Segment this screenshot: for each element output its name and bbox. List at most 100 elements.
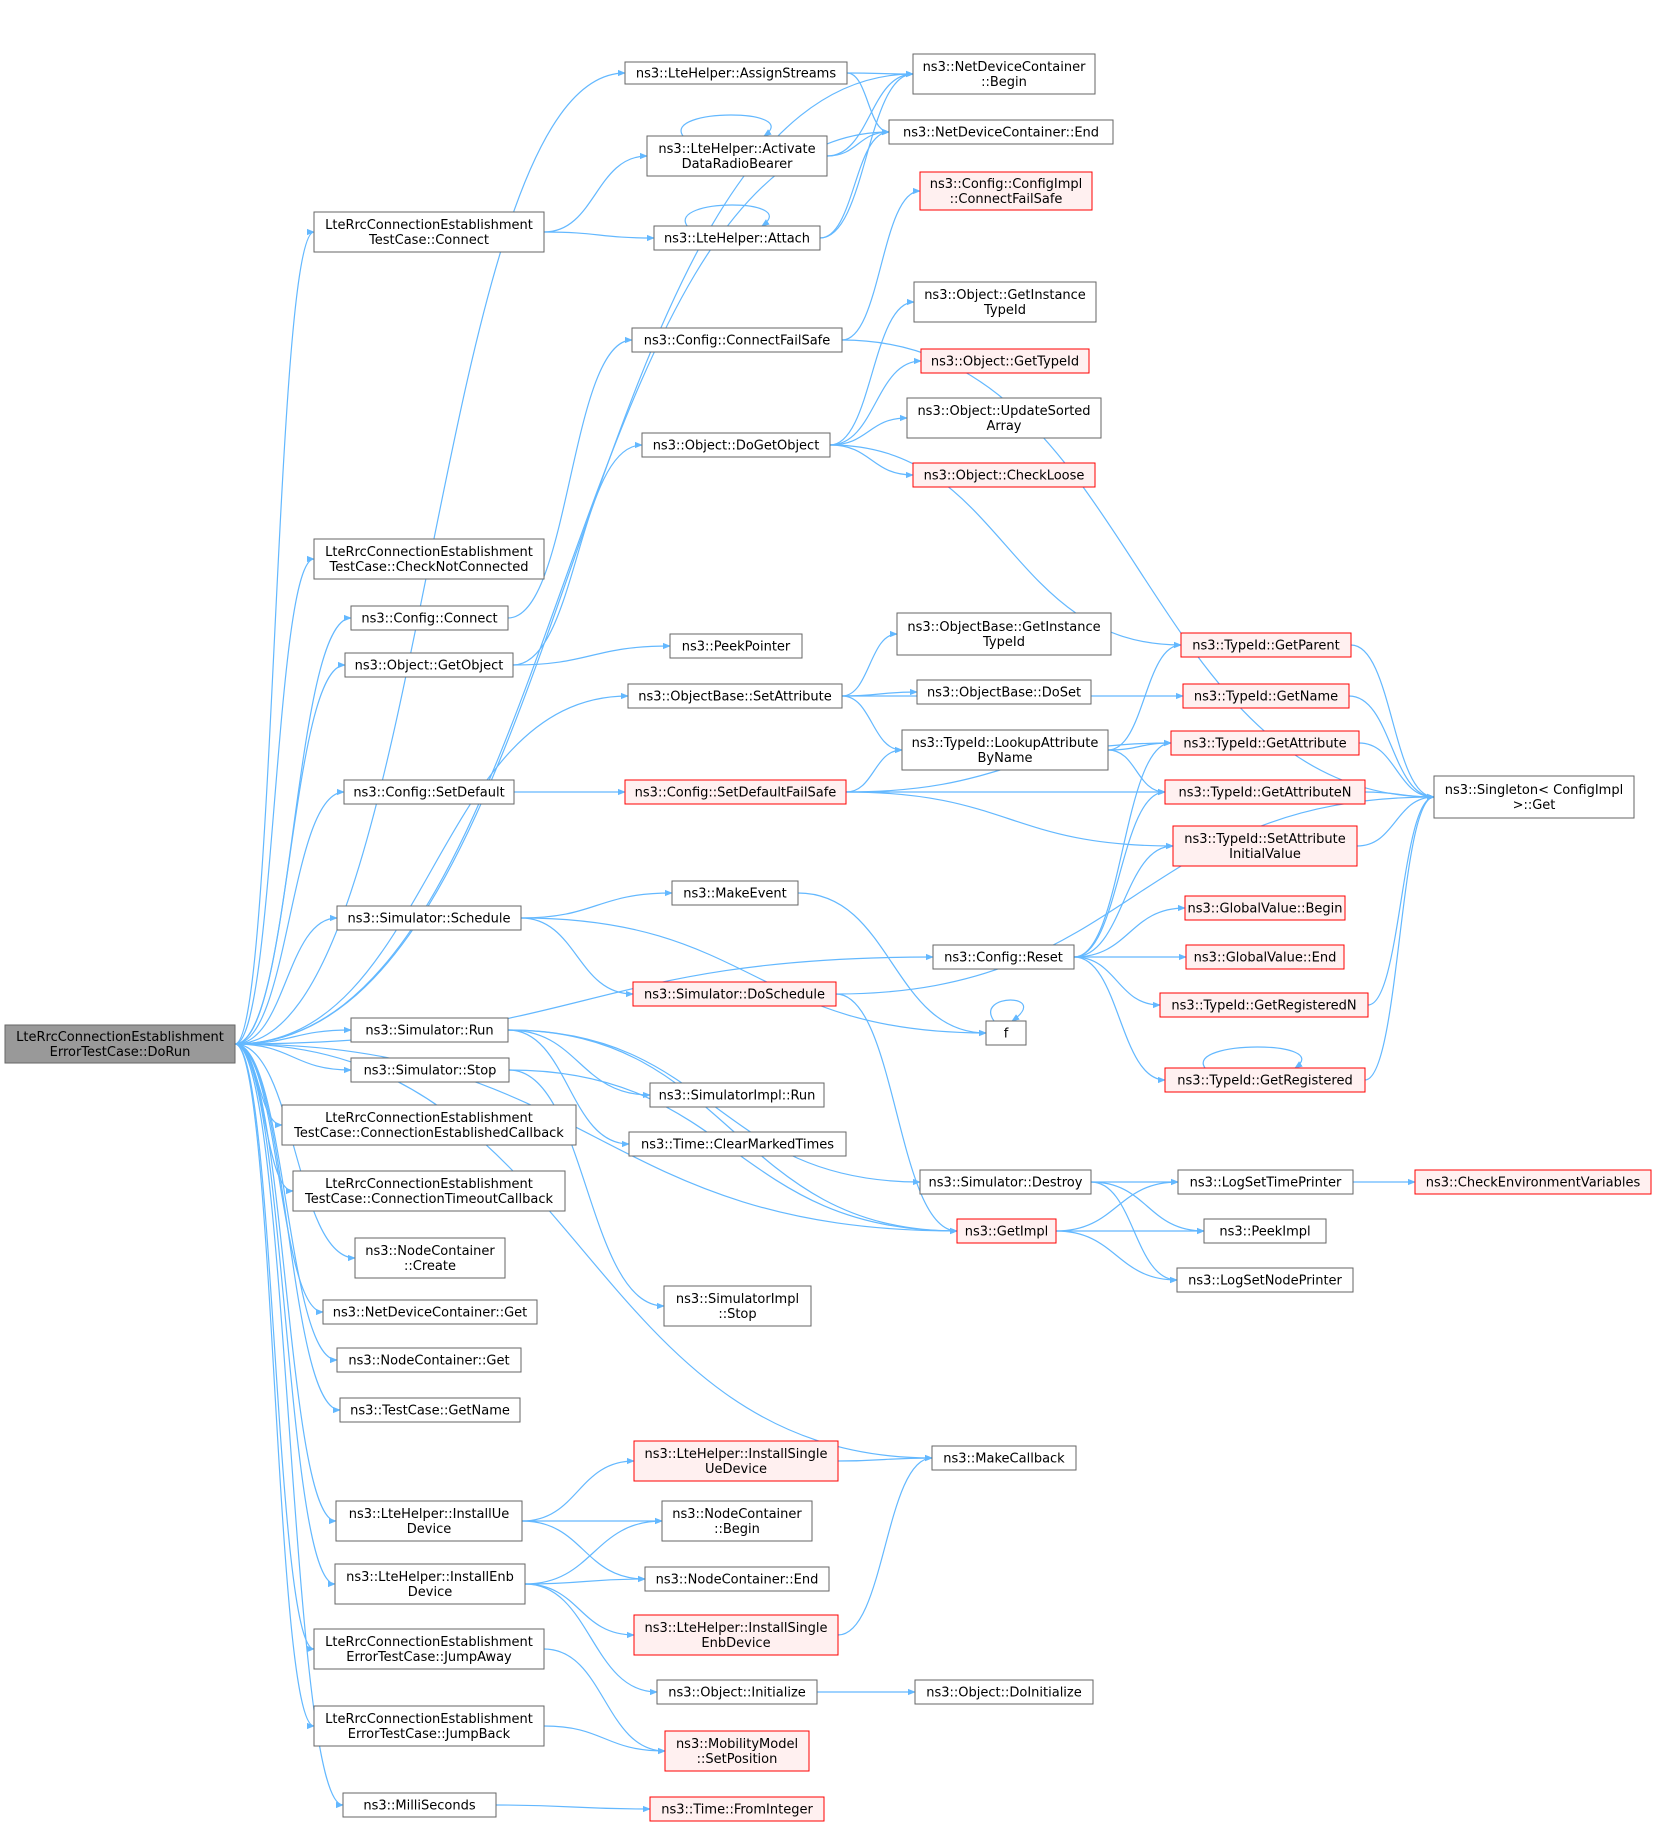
node-box[interactable] bbox=[336, 905, 522, 931]
node-box[interactable] bbox=[913, 281, 1097, 323]
node-box[interactable] bbox=[1164, 779, 1366, 805]
node-box[interactable] bbox=[1170, 730, 1360, 756]
node-box[interactable] bbox=[334, 1563, 526, 1605]
node-box[interactable] bbox=[669, 633, 803, 659]
node-box[interactable] bbox=[631, 327, 843, 353]
graph-node-objGetTypeId[interactable]: ns3::Object::GetTypeId bbox=[920, 348, 1090, 374]
graph-node-globalEnd[interactable]: ns3::GlobalValue::End bbox=[1185, 944, 1345, 970]
node-box[interactable] bbox=[313, 211, 545, 253]
graph-node-typeIdGetAttributeN[interactable]: ns3::TypeId::GetAttributeN bbox=[1164, 779, 1366, 805]
graph-node-makeEvent[interactable]: ns3::MakeEvent bbox=[671, 880, 799, 906]
node-box[interactable] bbox=[322, 1299, 538, 1325]
node-box[interactable] bbox=[344, 652, 514, 678]
node-box[interactable] bbox=[1203, 1218, 1327, 1244]
node-box[interactable] bbox=[931, 1445, 1077, 1471]
graph-node-jumpBack[interactable]: LteRrcConnectionEstablishmentErrorTestCa… bbox=[313, 1705, 545, 1747]
node-box[interactable] bbox=[343, 779, 515, 805]
graph-node-configSetDefault[interactable]: ns3::Config::SetDefault bbox=[343, 779, 515, 805]
node-box[interactable] bbox=[313, 538, 545, 580]
graph-node-globalBegin[interactable]: ns3::GlobalValue::Begin bbox=[1184, 895, 1346, 921]
graph-node-setPosition[interactable]: ns3::MobilityModel::SetPosition bbox=[664, 1730, 810, 1772]
node-box[interactable] bbox=[914, 1679, 1094, 1705]
node-box[interactable] bbox=[335, 1500, 523, 1542]
node-box[interactable] bbox=[912, 53, 1096, 95]
node-box[interactable] bbox=[649, 1082, 825, 1108]
graph-node-typeIdGetParent[interactable]: ns3::TypeId::GetParent bbox=[1180, 632, 1352, 658]
graph-node-nodeCreate[interactable]: ns3::NodeContainer::Create bbox=[354, 1237, 506, 1279]
node-box[interactable] bbox=[646, 135, 828, 177]
graph-node-doGetObject[interactable]: ns3::Object::DoGetObject bbox=[641, 432, 831, 458]
graph-node-root[interactable]: LteRrcConnectionEstablishmentErrorTestCa… bbox=[4, 1024, 236, 1064]
graph-node-makeCallback[interactable]: ns3::MakeCallback bbox=[931, 1445, 1077, 1471]
graph-node-typeIdGetName[interactable]: ns3::TypeId::GetName bbox=[1182, 683, 1350, 709]
node-box[interactable] bbox=[292, 1170, 566, 1212]
node-box[interactable] bbox=[1414, 1169, 1652, 1195]
node-box[interactable] bbox=[906, 397, 1102, 439]
node-box[interactable] bbox=[671, 880, 799, 906]
graph-node-simImplStop[interactable]: ns3::SimulatorImpl::Stop bbox=[663, 1285, 812, 1327]
graph-node-simStop[interactable]: ns3::Simulator::Stop bbox=[350, 1057, 510, 1083]
graph-node-logSetTimePrinter[interactable]: ns3::LogSetTimePrinter bbox=[1177, 1169, 1354, 1195]
node-box[interactable] bbox=[339, 1397, 521, 1423]
graph-node-configImplConnect[interactable]: ns3::Config::ConfigImpl::ConnectFailSafe bbox=[919, 171, 1093, 211]
graph-node-simDestroy[interactable]: ns3::Simulator::Destroy bbox=[919, 1169, 1092, 1195]
node-box[interactable] bbox=[985, 1020, 1027, 1046]
graph-node-checkNotConnected[interactable]: LteRrcConnectionEstablishmentTestCase::C… bbox=[313, 538, 545, 580]
graph-node-simRun[interactable]: ns3::Simulator::Run bbox=[350, 1017, 509, 1043]
graph-node-simSchedule[interactable]: ns3::Simulator::Schedule bbox=[336, 905, 522, 931]
node-box[interactable] bbox=[354, 1237, 506, 1279]
graph-node-tcGetName[interactable]: ns3::TestCase::GetName bbox=[339, 1397, 521, 1423]
graph-node-attach[interactable]: ns3::LteHelper::Attach bbox=[653, 225, 821, 251]
node-box[interactable] bbox=[632, 981, 837, 1007]
node-box[interactable] bbox=[342, 1792, 497, 1818]
graph-node-simDoSchedule[interactable]: ns3::Simulator::DoSchedule bbox=[632, 981, 837, 1007]
node-box[interactable] bbox=[633, 1440, 839, 1482]
node-box[interactable] bbox=[1185, 944, 1345, 970]
node-box[interactable] bbox=[1184, 895, 1346, 921]
graph-node-ndcEnd[interactable]: ns3::NetDeviceContainer::End bbox=[888, 119, 1114, 145]
graph-node-connTimeoutCb[interactable]: LteRrcConnectionEstablishmentTestCase::C… bbox=[292, 1170, 566, 1212]
node-box[interactable] bbox=[1172, 825, 1358, 867]
node-box[interactable] bbox=[956, 1218, 1057, 1244]
graph-node-ncEnd[interactable]: ns3::NodeContainer::End bbox=[644, 1566, 830, 1592]
graph-node-connectTC[interactable]: LteRrcConnectionEstablishmentTestCase::C… bbox=[313, 211, 545, 253]
node-box[interactable] bbox=[627, 683, 843, 709]
node-box[interactable] bbox=[313, 1628, 545, 1670]
graph-node-milliSeconds[interactable]: ns3::MilliSeconds bbox=[342, 1792, 497, 1818]
node-box[interactable] bbox=[281, 1104, 577, 1146]
node-box[interactable] bbox=[920, 348, 1090, 374]
graph-node-getImpl[interactable]: ns3::GetImpl bbox=[956, 1218, 1057, 1244]
node-box[interactable] bbox=[912, 462, 1096, 488]
node-box[interactable] bbox=[641, 432, 831, 458]
node-box[interactable] bbox=[888, 119, 1114, 145]
node-box[interactable] bbox=[653, 225, 821, 251]
graph-node-ndcBegin[interactable]: ns3::NetDeviceContainer::Begin bbox=[912, 53, 1096, 95]
node-box[interactable] bbox=[661, 1500, 813, 1542]
node-box[interactable] bbox=[932, 944, 1075, 970]
graph-node-configReset[interactable]: ns3::Config::Reset bbox=[932, 944, 1075, 970]
node-box[interactable] bbox=[1182, 683, 1350, 709]
node-box[interactable] bbox=[336, 1347, 522, 1373]
graph-node-objGetObject[interactable]: ns3::Object::GetObject bbox=[344, 652, 514, 678]
graph-node-getRegistered[interactable]: ns3::TypeId::GetRegistered bbox=[1164, 1067, 1366, 1093]
node-box[interactable] bbox=[313, 1705, 545, 1747]
graph-node-configConnect[interactable]: ns3::Config::Connect bbox=[350, 605, 509, 631]
graph-node-peekPointer[interactable]: ns3::PeekPointer bbox=[669, 633, 803, 659]
node-box[interactable] bbox=[1433, 775, 1635, 819]
graph-node-ndcGet[interactable]: ns3::NetDeviceContainer::Get bbox=[322, 1299, 538, 1325]
node-box[interactable] bbox=[656, 1679, 818, 1705]
node-box[interactable] bbox=[628, 1131, 847, 1157]
node-box[interactable] bbox=[4, 1024, 236, 1064]
graph-node-typeIdGetAttribute[interactable]: ns3::TypeId::GetAttribute bbox=[1170, 730, 1360, 756]
graph-node-checkEnv[interactable]: ns3::CheckEnvironmentVariables bbox=[1414, 1169, 1652, 1195]
node-box[interactable] bbox=[649, 1796, 825, 1822]
node-box[interactable] bbox=[1177, 1169, 1354, 1195]
graph-node-getRegisteredN[interactable]: ns3::TypeId::GetRegisteredN bbox=[1159, 992, 1369, 1018]
